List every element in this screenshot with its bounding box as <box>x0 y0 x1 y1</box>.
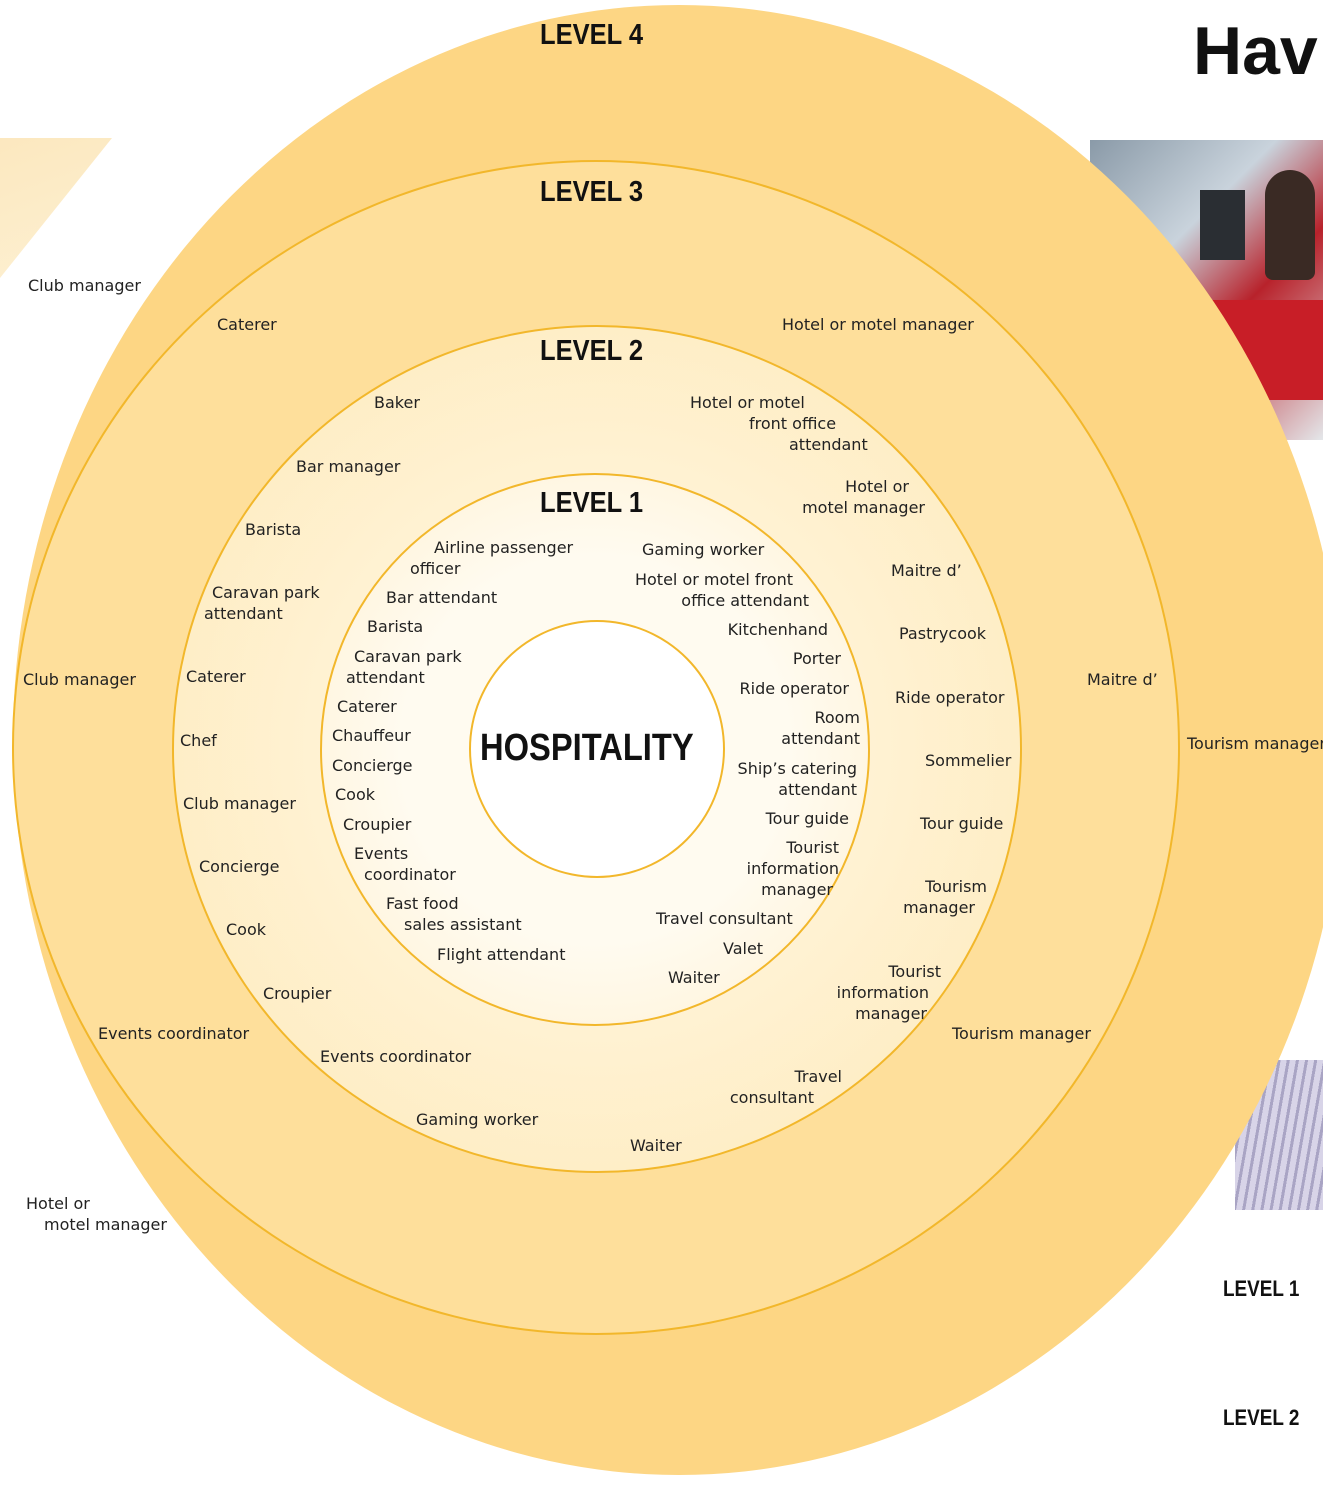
l1-travel-consultant: Travel consultant <box>656 909 793 928</box>
l1-kitchenhand: Kitchenhand <box>727 620 828 639</box>
l2-cook: Cook <box>226 920 267 939</box>
legend-level-1: LEVEL 1 <box>1223 1276 1300 1301</box>
center-circle <box>469 620 725 878</box>
l2-gaming-worker: Gaming worker <box>416 1110 539 1129</box>
l2-events-coordinator: Events coordinator <box>320 1047 472 1066</box>
l2-pastrycook: Pastrycook <box>899 624 987 643</box>
l2-tour-guide: Tour guide <box>920 814 1004 833</box>
l2-maitre-d: Maitre d’ <box>891 561 962 580</box>
l1-gaming-worker: Gaming worker <box>642 540 765 559</box>
l2-bar-manager: Bar manager <box>296 457 401 476</box>
l1-flight-attendant: Flight attendant <box>437 945 566 964</box>
l2-caterer: Caterer <box>186 667 246 686</box>
l1-bar-attendant: Bar attendant <box>386 588 498 607</box>
l3-tourism-manager: Tourism manager <box>952 1024 1091 1043</box>
l2-ride-operator: Ride operator <box>895 688 1005 707</box>
l4-tourism-manager: Tourism manager <box>1187 734 1323 753</box>
l2-croupier: Croupier <box>263 984 332 1003</box>
l3-caterer: Caterer <box>217 315 277 334</box>
level-4-label: LEVEL 4 <box>540 19 644 51</box>
l4-club-manager-top: Club manager <box>28 276 141 295</box>
page-heading: Hav <box>1193 13 1318 89</box>
l3-events-coordinator: Events coordinator <box>98 1024 250 1043</box>
background-wedge <box>0 138 112 278</box>
l3-maitre-d: Maitre d’ <box>1087 670 1158 689</box>
l2-chef: Chef <box>180 731 217 750</box>
l1-porter: Porter <box>792 649 841 668</box>
center-label: HOSPITALITY <box>480 727 694 769</box>
l2-sommelier: Sommelier <box>925 751 1012 770</box>
l1-caterer: Caterer <box>337 697 397 716</box>
l1-concierge: Concierge <box>332 756 413 775</box>
l2-concierge: Concierge <box>199 857 280 876</box>
l2-barista: Barista <box>245 520 302 539</box>
l2-club-manager: Club manager <box>183 794 296 813</box>
l3-club-manager: Club manager <box>23 670 136 689</box>
level-2-label: LEVEL 2 <box>540 335 644 367</box>
legend-level-2: LEVEL 2 <box>1223 1405 1300 1430</box>
l3-hotel-motel-manager: Hotel or motel manager <box>782 315 974 334</box>
l1-barista: Barista <box>367 617 424 636</box>
l1-cook: Cook <box>335 785 376 804</box>
l1-chauffeur: Chauffeur <box>332 726 411 745</box>
l1-valet: Valet <box>723 939 764 958</box>
l1-ride-operator: Ride operator <box>739 679 849 698</box>
level-3-label: LEVEL 3 <box>540 176 644 208</box>
l1-waiter: Waiter <box>668 968 720 987</box>
l1-croupier: Croupier <box>343 815 412 834</box>
l1-tour-guide: Tour guide <box>765 809 849 828</box>
l2-baker: Baker <box>374 393 420 412</box>
level-1-label: LEVEL 1 <box>540 487 644 519</box>
l2-waiter: Waiter <box>630 1136 682 1155</box>
